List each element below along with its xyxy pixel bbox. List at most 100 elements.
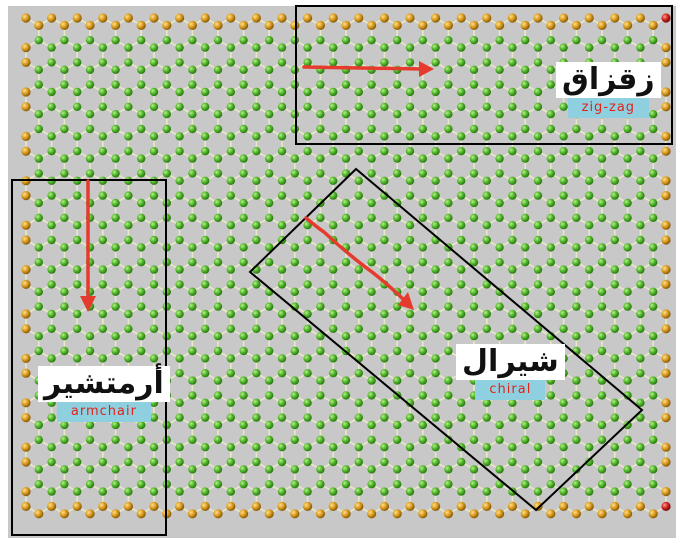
carbon-atom	[303, 309, 312, 319]
carbon-atom	[444, 258, 453, 267]
carbon-atom	[226, 147, 235, 156]
carbon-atom	[34, 36, 43, 45]
carbon-atom	[405, 413, 415, 422]
carbon-atom	[252, 369, 261, 378]
carbon-atom	[201, 102, 210, 112]
carbon-atom	[367, 391, 376, 400]
edge-atom	[623, 509, 633, 519]
carbon-atom	[188, 287, 197, 296]
carbon-atom	[572, 169, 581, 178]
carbon-atom	[290, 124, 299, 134]
carbon-atom	[572, 36, 581, 45]
carbon-atom	[649, 302, 658, 311]
carbon-atom	[546, 465, 555, 474]
carbon-atom	[572, 213, 581, 222]
edge-atom	[367, 509, 377, 519]
carbon-atom	[34, 465, 43, 474]
carbon-atom	[213, 287, 223, 296]
carbon-atom	[226, 457, 235, 467]
carbon-atom	[418, 420, 427, 430]
carbon-atom	[111, 36, 120, 45]
carbon-atom	[124, 147, 133, 156]
edge-atom	[21, 368, 31, 378]
carbon-atom	[585, 265, 594, 274]
edge-atom	[111, 20, 121, 30]
carbon-atom	[572, 465, 581, 474]
carbon-atom	[469, 258, 479, 267]
carbon-atom	[393, 376, 402, 385]
zigzag-english-label: zig-zag	[567, 98, 650, 118]
edge-atom	[661, 131, 671, 141]
carbon-atom	[175, 102, 184, 112]
carbon-atom	[380, 324, 389, 333]
carbon-atom	[546, 213, 555, 222]
carbon-atom	[201, 443, 210, 452]
carbon-atom	[393, 243, 402, 252]
carbon-atom	[623, 465, 632, 474]
carbon-atom	[137, 124, 146, 134]
edge-atom	[98, 13, 108, 23]
carbon-atom	[610, 309, 619, 319]
carbon-atom	[572, 302, 581, 311]
carbon-atom	[354, 58, 363, 67]
edge-atom	[47, 13, 57, 23]
carbon-atom	[149, 280, 159, 289]
carbon-atom	[469, 110, 479, 119]
edge-atom	[200, 13, 210, 23]
edge-atom	[72, 13, 82, 23]
carbon-atom	[47, 221, 56, 230]
carbon-atom	[329, 221, 338, 230]
carbon-atom	[380, 443, 389, 452]
carbon-atom	[495, 332, 504, 341]
carbon-atom	[329, 413, 338, 422]
edge-atom	[661, 220, 671, 230]
carbon-atom	[124, 324, 133, 333]
carbon-atom	[60, 420, 69, 430]
carbon-atom	[649, 435, 658, 444]
carbon-atom	[354, 398, 363, 407]
carbon-atom	[34, 65, 43, 75]
carbon-atom	[290, 391, 299, 400]
carbon-atom	[572, 480, 581, 489]
carbon-atom	[508, 413, 517, 422]
carbon-atom	[213, 110, 223, 119]
edge-atom	[661, 265, 671, 275]
carbon-atom	[47, 457, 56, 467]
carbon-atom	[418, 480, 427, 489]
carbon-atom	[73, 443, 82, 452]
carbon-atom	[47, 265, 56, 274]
carbon-atom	[303, 147, 312, 156]
carbon-atom	[444, 36, 453, 45]
carbon-atom	[290, 169, 299, 178]
carbon-atom	[495, 420, 504, 430]
carbon-atom	[226, 235, 235, 245]
carbon-atom	[111, 124, 120, 134]
carbon-atom	[444, 287, 453, 296]
carbon-atom	[482, 221, 491, 230]
edge-atom	[21, 13, 31, 23]
carbon-atom	[636, 147, 645, 156]
carbon-atom	[329, 265, 338, 274]
edge-atom	[418, 20, 428, 30]
carbon-atom	[482, 280, 491, 289]
carbon-atom	[636, 457, 645, 467]
carbon-atom	[149, 457, 159, 467]
carbon-atom	[521, 287, 530, 296]
carbon-atom	[469, 154, 479, 163]
carbon-atom	[137, 213, 146, 222]
carbon-atom	[213, 332, 223, 341]
carbon-atom	[405, 102, 415, 112]
carbon-atom	[47, 487, 56, 496]
carbon-atom	[469, 480, 479, 489]
carbon-atom	[585, 487, 594, 496]
edge-atom	[213, 20, 223, 30]
carbon-atom	[303, 43, 312, 52]
carbon-atom	[559, 221, 568, 230]
carbon-atom	[444, 65, 453, 75]
carbon-atom	[393, 213, 402, 222]
carbon-atom	[60, 65, 69, 75]
carbon-atom	[482, 265, 491, 274]
edge-atom	[136, 20, 146, 30]
carbon-atom	[393, 36, 402, 45]
carbon-atom	[585, 221, 594, 230]
